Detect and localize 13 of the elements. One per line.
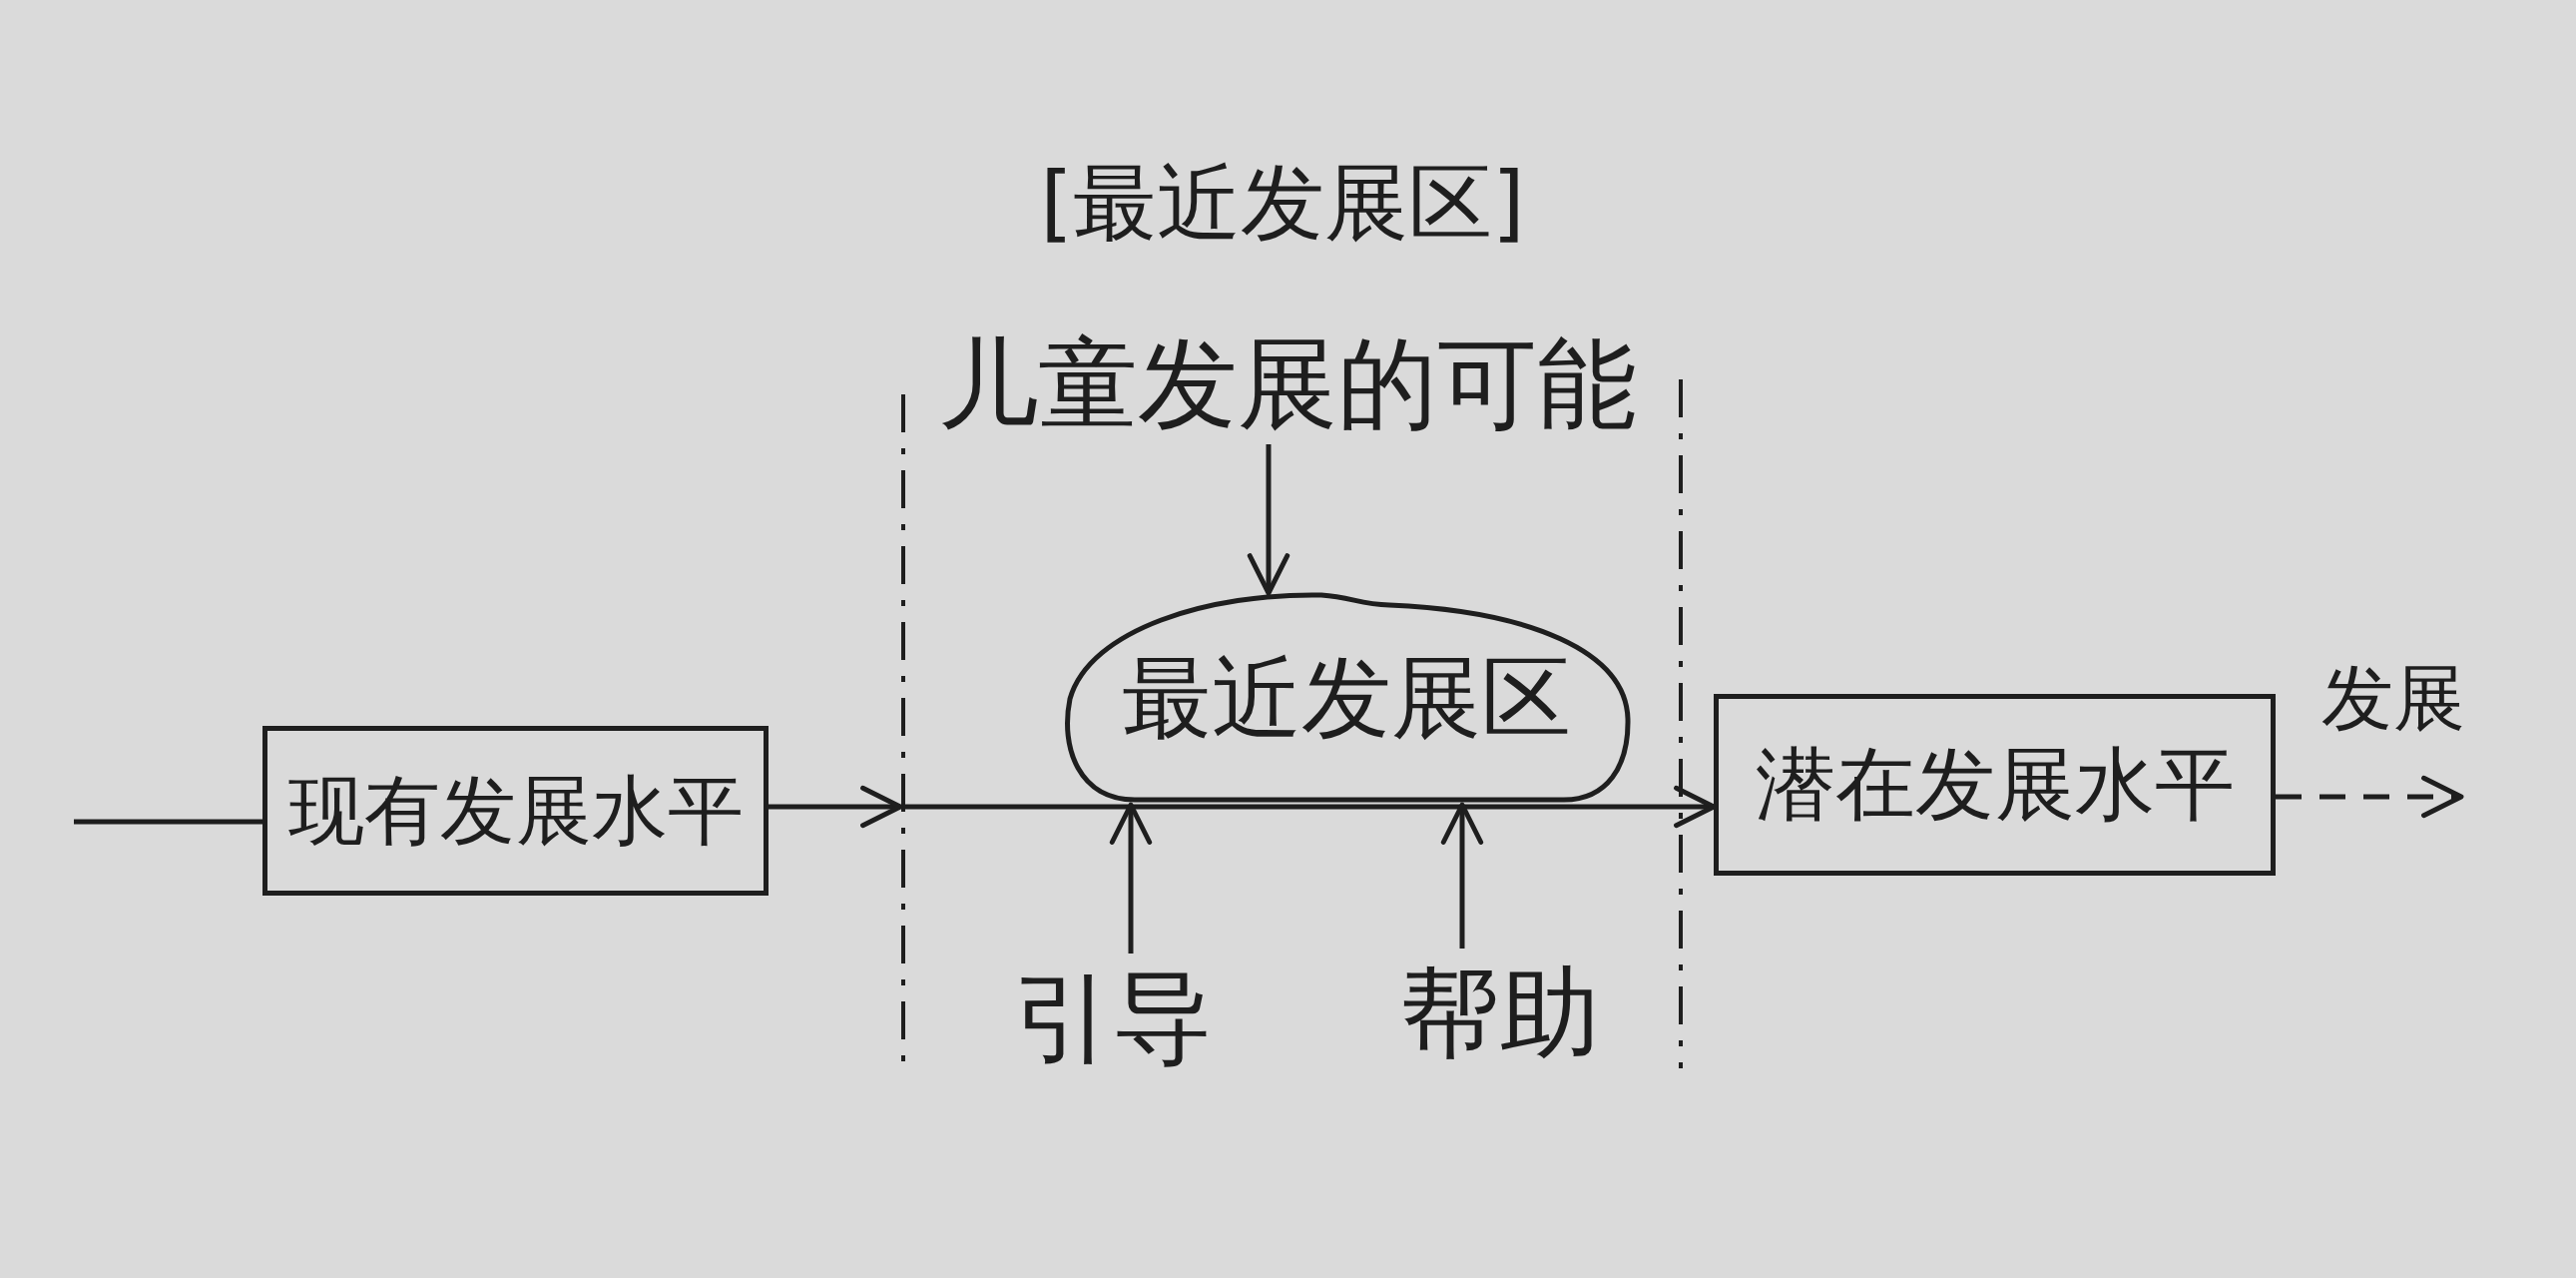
connector-line bbox=[74, 819, 262, 825]
arrow bbox=[1247, 444, 1290, 596]
label-text: 帮助 bbox=[1392, 949, 1607, 1078]
arrow bbox=[905, 785, 1717, 829]
arrow bbox=[1440, 802, 1484, 949]
level-box: 现有发展水平 bbox=[262, 726, 769, 896]
title: [最近发展区] bbox=[1039, 152, 1526, 254]
arrow bbox=[769, 785, 903, 829]
note-text: 儿童发展的可能 bbox=[913, 324, 1662, 444]
arrow bbox=[1109, 802, 1153, 954]
dashed-arrow bbox=[2276, 775, 2464, 819]
label-text: 引导 bbox=[1008, 954, 1218, 1083]
level-box: 潜在发展水平 bbox=[1714, 694, 2276, 876]
